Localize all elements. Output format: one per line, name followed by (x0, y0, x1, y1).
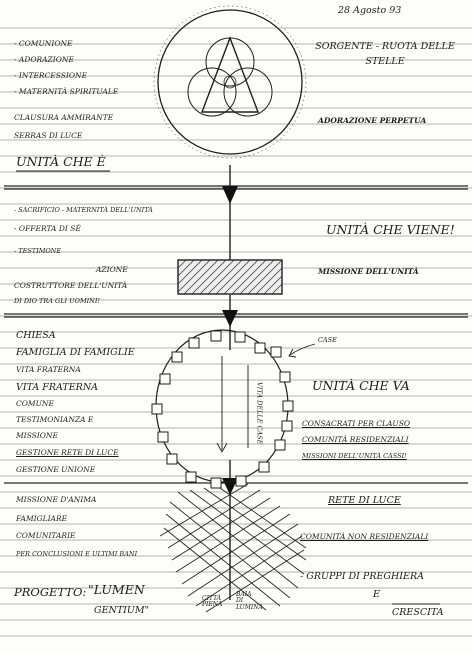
section-note: CRESCITA (392, 608, 444, 618)
left-list-item: FAMIGLIARE (16, 515, 67, 523)
section-title: UNITÀ CHE VIENE! (326, 224, 455, 237)
section-title: UNITÀ CHE VA (312, 380, 410, 393)
left-list-item: COMUNITARIE (16, 532, 76, 540)
section-title: RETE DI LUCE (328, 496, 401, 506)
section-note: E (373, 590, 380, 600)
left-list-item: - INTERCESSIONE (14, 72, 87, 80)
houses-ring (152, 330, 315, 488)
section-note: ADORAZIONE PERPETUA (318, 117, 426, 125)
left-list-item: - ADORAZIONE (14, 56, 74, 64)
hatched-block (178, 260, 282, 294)
section-note: MISSIONE DELL'UNITÀ (318, 268, 419, 276)
left-list-item: DI DIO TRA GLI UOMINI! (14, 298, 100, 305)
project-label: PROGETTO: (14, 587, 86, 599)
project-name: "LUMEN (88, 584, 145, 597)
left-list-item: COSTRUTTORE DELL'UNITÀ (14, 282, 127, 290)
left-list-item: GESTIONE RETE DI LUCE (16, 449, 119, 457)
crosshatch-network (160, 484, 306, 612)
section-note: CONSACRATI PER CLAUSO (302, 420, 410, 428)
left-list-item: FAMIGLIA DI FAMIGLIE (16, 348, 135, 358)
left-list-item: CLAUSURA AMMIRANTE (14, 114, 113, 122)
section-heading: UNITÀ CHE È (16, 156, 106, 169)
section-title: SORGENTE - RUOTA DELLE STELLE (310, 40, 460, 69)
left-list-item: CHIESA (16, 331, 56, 341)
left-list-item: VITA FRATERNA (16, 383, 98, 393)
left-list-item: SERRAS DI LUCE (14, 132, 82, 140)
left-list-item: VITA FRATERNA (16, 366, 81, 374)
project-name: GENTIUM" (94, 606, 149, 616)
left-list-item: AZIONE (96, 266, 128, 274)
section-note: COMUNITÀ RESIDENZIALI (302, 436, 409, 444)
left-list-item: - OFFERTA DI SÈ (14, 225, 81, 233)
vertical-annotation: CITTÀ PIENA (202, 596, 222, 609)
ring-label: CASE (318, 337, 337, 344)
section-note: - GRUPPI DI PREGHIERA (300, 572, 424, 582)
left-list-item: COMUNE (16, 400, 54, 408)
left-list-item: - TESTIMONE (14, 248, 61, 255)
ring-vertical-text: VITA DELLE CASE (256, 382, 263, 444)
left-list-item: - SACRIFICIO - MATERNITÀ DELL'UNITÀ (14, 207, 153, 214)
section-note: MISSIONI DELL'UNITÀ CASSI! (302, 453, 407, 460)
section-note: COMUNITÀ NON RESIDENZIALI (300, 533, 428, 541)
left-list-item: MISSIONE D'ANIMA (16, 496, 96, 504)
left-list-item: - MATERNITÀ SPIRITUALE (14, 88, 118, 96)
left-list-item: - COMUNIONE (14, 40, 73, 48)
arrow-down-icon (222, 310, 238, 327)
left-list-item: MISSIONE (16, 432, 58, 440)
trinity-circle-diagram (154, 6, 306, 158)
left-list-item: GESTIONE UNIONE (16, 466, 95, 474)
left-list-item: TESTIMONIANZA E (16, 416, 93, 424)
page-date: 28 Agosto 93 (338, 6, 401, 16)
vertical-annotation: BAIA DI LUMINA (236, 592, 263, 611)
left-list-item: PER CONCLUSIONI E ULTIMI BANI (16, 551, 137, 558)
arrow-down-icon (222, 186, 238, 204)
